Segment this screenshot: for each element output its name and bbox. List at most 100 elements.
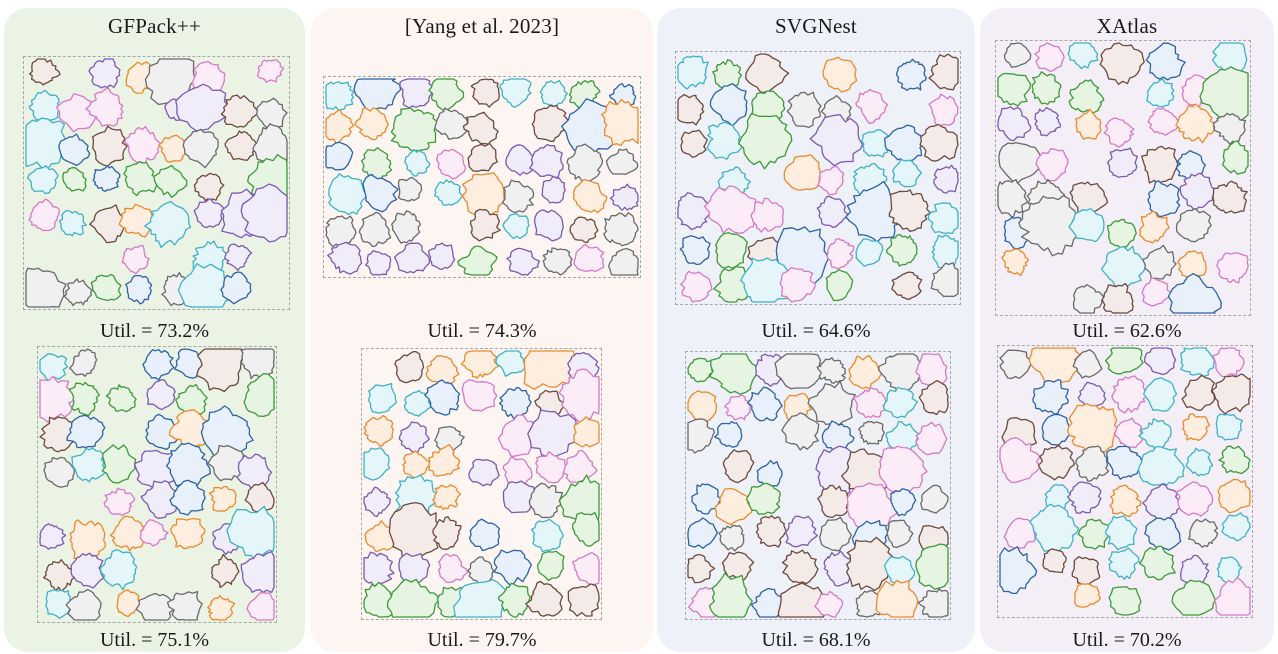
packed-piece <box>193 172 225 204</box>
packed-piece <box>724 394 751 421</box>
packed-piece <box>121 244 150 275</box>
packed-piece <box>1003 517 1036 550</box>
packed-piece <box>1072 349 1103 379</box>
packed-piece <box>363 414 394 447</box>
packed-piece <box>1075 108 1102 140</box>
packed-piece <box>861 129 892 158</box>
packed-piece <box>1101 282 1134 314</box>
packed-piece <box>55 92 97 133</box>
packed-piece <box>452 578 508 618</box>
packed-piece <box>784 515 819 548</box>
method-panel-yang-2023: [Yang et al. 2023] Util. = 74.3% Util. =… <box>311 8 653 652</box>
packed-piece <box>71 447 106 483</box>
packed-piece <box>1217 478 1251 514</box>
packed-piece <box>1034 42 1065 73</box>
packed-piece <box>240 551 275 594</box>
packed-piece <box>170 517 206 550</box>
packed-piece <box>1075 445 1110 482</box>
packed-piece <box>1179 172 1216 212</box>
packed-piece <box>687 553 716 584</box>
packed-piece <box>807 380 856 426</box>
packed-piece <box>822 56 858 93</box>
packed-piece <box>825 269 854 302</box>
packed-piece <box>1199 66 1249 125</box>
packed-piece <box>367 382 398 414</box>
packed-piece <box>1072 283 1105 314</box>
packed-piece <box>498 582 531 618</box>
packed-piece <box>434 107 469 140</box>
packed-piece <box>1073 583 1102 608</box>
packed-piece <box>175 83 231 133</box>
packed-piece <box>687 418 716 454</box>
packed-piece <box>567 583 600 617</box>
packed-piece <box>714 487 753 526</box>
packed-piece <box>1146 78 1175 108</box>
packing-layout <box>995 40 1251 316</box>
packed-piece <box>677 55 709 90</box>
packed-piece <box>499 78 532 108</box>
packed-piece <box>541 175 566 204</box>
packed-piece <box>432 516 462 550</box>
packed-piece <box>360 146 393 182</box>
packed-piece <box>437 553 469 584</box>
method-title: SVGNest <box>775 14 857 38</box>
packed-piece <box>460 350 500 379</box>
packed-piece <box>63 278 93 307</box>
packed-piece <box>88 58 121 89</box>
packed-piece <box>398 552 431 586</box>
packed-piece <box>109 515 146 552</box>
packed-piece <box>388 501 444 564</box>
packed-piece <box>679 235 711 266</box>
packing-layout <box>997 345 1253 618</box>
packed-piece <box>103 487 136 517</box>
packed-piece <box>535 451 567 484</box>
packed-piece <box>1034 106 1061 137</box>
packed-piece <box>779 266 816 303</box>
utilization-label: Util. = 70.2% <box>1072 629 1182 651</box>
packed-piece <box>1181 374 1216 411</box>
packed-piece <box>226 505 275 564</box>
packed-piece <box>165 442 211 487</box>
packed-piece <box>435 148 467 180</box>
packed-piece <box>603 212 639 247</box>
packed-piece <box>427 443 461 477</box>
packed-piece <box>158 134 188 163</box>
packed-piece <box>177 262 235 308</box>
packed-piece <box>220 271 252 305</box>
packed-piece <box>845 536 895 592</box>
packed-piece <box>502 480 537 514</box>
packed-piece <box>1214 576 1251 616</box>
packed-piece <box>196 348 245 393</box>
packed-piece <box>1175 207 1212 243</box>
packed-piece <box>68 381 101 417</box>
packed-piece <box>809 114 864 167</box>
packed-piece <box>240 183 288 243</box>
packed-piece <box>461 172 505 217</box>
packed-piece <box>402 450 432 479</box>
packed-piece <box>390 107 438 152</box>
packed-piece <box>353 107 389 141</box>
packed-piece <box>403 389 432 417</box>
packed-piece <box>781 549 819 585</box>
packed-piece <box>819 516 853 552</box>
packed-piece <box>777 582 825 618</box>
packed-piece <box>930 262 959 298</box>
packed-piece <box>919 123 959 162</box>
packed-piece <box>1067 42 1099 70</box>
packed-piece <box>66 414 106 449</box>
packed-piece <box>469 208 501 242</box>
packed-piece <box>497 414 540 458</box>
packed-piece <box>208 485 237 512</box>
packed-piece <box>25 117 71 172</box>
packed-piece <box>123 160 159 197</box>
packing-pieces <box>363 350 600 618</box>
packed-piece <box>1099 42 1145 85</box>
packed-piece <box>713 265 752 303</box>
packed-piece <box>325 81 355 111</box>
packing-layout <box>675 51 961 305</box>
packed-piece <box>1042 548 1067 574</box>
packed-piece <box>928 93 959 127</box>
packed-piece <box>997 178 1029 218</box>
packed-piece <box>562 449 598 484</box>
packed-piece <box>240 348 275 380</box>
